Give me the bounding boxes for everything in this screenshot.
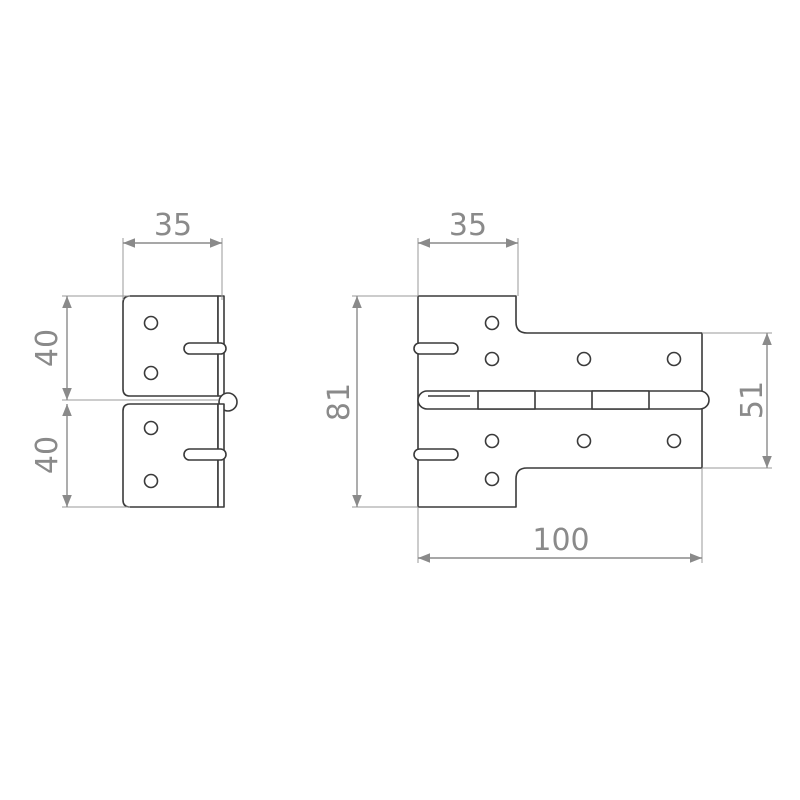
overall-height-label: 81 xyxy=(322,383,357,421)
upper-leaf-hole-1 xyxy=(143,315,159,331)
lower-leaf-hole-2 xyxy=(143,473,159,489)
overall-length-dimension: 100 xyxy=(417,468,703,563)
lower-leaf xyxy=(122,403,227,508)
knuckle-band xyxy=(417,390,710,410)
overall-length-label: 100 xyxy=(532,523,589,558)
overall-height-dimension: 81 xyxy=(322,295,418,508)
screw-hole xyxy=(484,433,500,449)
side-width-dimension: 35 xyxy=(122,208,223,300)
lower-leaf-hole-1 xyxy=(143,420,159,436)
lower-leaf-height-label: 40 xyxy=(30,436,65,474)
screw-hole xyxy=(666,433,682,449)
screw-hole xyxy=(576,433,592,449)
upper-leaf-slot xyxy=(183,342,227,355)
screw-hole xyxy=(484,351,500,367)
upper-leaf-height-label: 40 xyxy=(30,329,65,367)
strap-height-label: 51 xyxy=(735,381,770,419)
front-view: 35 81 51 100 xyxy=(322,208,772,563)
lower-leaf-height-dimension: 40 xyxy=(30,404,130,508)
screw-hole xyxy=(484,315,500,331)
upper-slot xyxy=(413,342,459,355)
front-top-width-label: 35 xyxy=(449,208,487,243)
side-view: 35 40 40 xyxy=(30,208,238,508)
screw-hole xyxy=(484,471,500,487)
strap-height-dimension: 51 xyxy=(702,332,772,469)
upper-leaf xyxy=(122,295,227,397)
front-top-width-dimension: 35 xyxy=(417,208,519,296)
screw-hole xyxy=(576,351,592,367)
screw-hole xyxy=(666,351,682,367)
lower-leaf-slot xyxy=(183,448,227,461)
upper-leaf-height-dimension: 40 xyxy=(30,295,218,401)
side-width-label: 35 xyxy=(154,208,192,243)
upper-leaf-hole-2 xyxy=(143,365,159,381)
lower-slot xyxy=(413,448,459,461)
